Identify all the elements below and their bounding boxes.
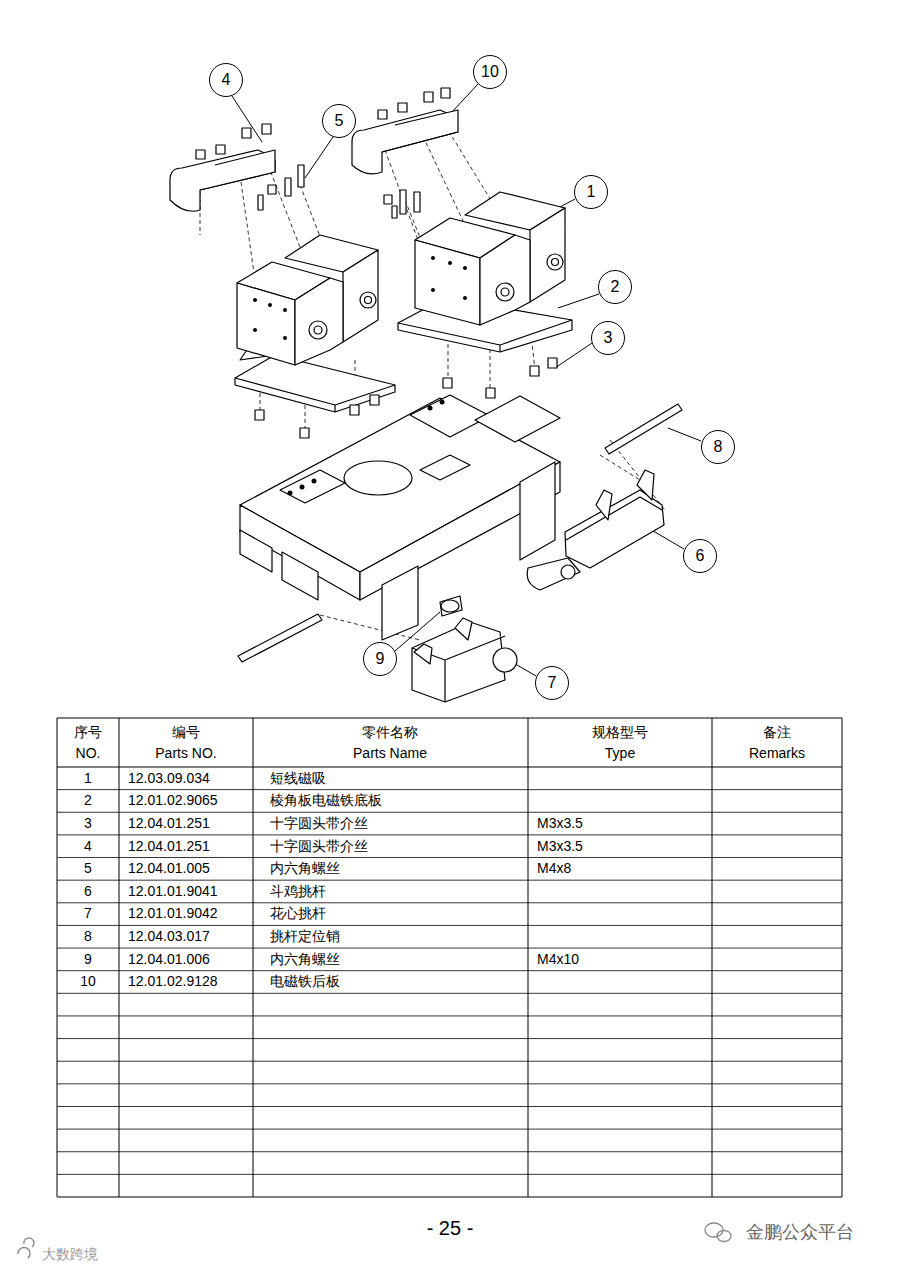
part-number: 12.03.09.034 bbox=[128, 771, 210, 786]
callout-circle: 3 bbox=[591, 321, 625, 355]
callout-circle: 8 bbox=[701, 430, 735, 464]
part-name: 电磁铁后板 bbox=[270, 974, 340, 989]
callout-circle: 10 bbox=[473, 55, 507, 89]
callout-number: 1 bbox=[587, 183, 596, 201]
callout-circle: 9 bbox=[363, 642, 397, 676]
table-row-line bbox=[57, 834, 842, 835]
callout-circle: 4 bbox=[209, 63, 243, 97]
callout-number: 5 bbox=[335, 112, 344, 130]
part-type: M3x3.5 bbox=[537, 839, 583, 854]
part-name: 十字圆头带介丝 bbox=[270, 839, 368, 854]
callout-number: 2 bbox=[611, 278, 620, 296]
part-number: 12.01.02.9065 bbox=[128, 793, 218, 808]
callout-circle: 6 bbox=[683, 539, 717, 573]
watermark: 金鹏公众平台 bbox=[746, 1223, 854, 1243]
item-number: 3 bbox=[84, 816, 92, 831]
part-type: M4x8 bbox=[537, 861, 571, 876]
part-name: 内六角螺丝 bbox=[270, 861, 340, 876]
table-row-line bbox=[57, 1129, 842, 1130]
callout-number: 8 bbox=[714, 438, 723, 456]
part-type: M3x3.5 bbox=[537, 816, 583, 831]
table-row-line bbox=[57, 812, 842, 813]
item-number: 1 bbox=[84, 771, 92, 786]
table-row-line bbox=[57, 857, 842, 858]
callout-circle: 7 bbox=[535, 666, 569, 700]
table-row-line bbox=[57, 1083, 842, 1084]
table-row-line bbox=[57, 1151, 842, 1152]
item-number: 4 bbox=[84, 839, 92, 854]
table-row-line bbox=[57, 1106, 842, 1107]
table-row-line bbox=[57, 789, 842, 790]
table-row-line bbox=[57, 925, 842, 926]
table-header: Remarks bbox=[749, 746, 805, 761]
part-name: 花心挑杆 bbox=[270, 906, 326, 921]
callout-number: 7 bbox=[548, 674, 557, 692]
table-row-line bbox=[57, 1174, 842, 1175]
table-header: Type bbox=[605, 746, 635, 761]
page-number: - 25 - bbox=[427, 1217, 474, 1239]
callout-number: 4 bbox=[222, 71, 231, 89]
part-number: 12.04.03.017 bbox=[128, 929, 210, 944]
item-number: 7 bbox=[84, 906, 92, 921]
table-header: 编号 bbox=[172, 725, 200, 740]
table-row-line bbox=[57, 948, 842, 949]
part-name: 斗鸡挑杆 bbox=[270, 884, 326, 899]
part-number: 12.01.01.9042 bbox=[128, 906, 218, 921]
part-number: 12.01.01.9041 bbox=[128, 884, 218, 899]
callout-number: 3 bbox=[604, 329, 613, 347]
item-number: 10 bbox=[80, 974, 96, 989]
table-row-line bbox=[57, 993, 842, 994]
part-name: 挑杆定位销 bbox=[270, 929, 340, 944]
part-name: 棱角板电磁铁底板 bbox=[270, 793, 382, 808]
part-number: 12.04.01.251 bbox=[128, 816, 210, 831]
callout-number: 6 bbox=[696, 547, 705, 565]
callout-number: 9 bbox=[376, 650, 385, 668]
table-header: 序号 bbox=[74, 725, 102, 740]
table-row-line bbox=[57, 902, 842, 903]
part-name: 十字圆头带介丝 bbox=[270, 816, 368, 831]
item-number: 2 bbox=[84, 793, 92, 808]
item-number: 5 bbox=[84, 861, 92, 876]
callout-circle: 5 bbox=[322, 104, 356, 138]
table-header: 零件名称 bbox=[362, 725, 418, 740]
table-row-line bbox=[57, 880, 842, 881]
table-header: 备注 bbox=[763, 725, 791, 740]
watermark: 大数跨境 bbox=[42, 1247, 98, 1262]
table-header: 规格型号 bbox=[592, 725, 648, 740]
part-type: M4x10 bbox=[537, 952, 579, 967]
table-row-line bbox=[57, 1015, 842, 1016]
table-row-line bbox=[57, 1038, 842, 1039]
part-name: 内六角螺丝 bbox=[270, 952, 340, 967]
callout-circle: 2 bbox=[598, 270, 632, 304]
part-number: 12.04.01.006 bbox=[128, 952, 210, 967]
table-header: NO. bbox=[76, 746, 101, 761]
part-number: 12.01.02.9128 bbox=[128, 974, 218, 989]
table-header: Parts Name bbox=[353, 746, 427, 761]
part-number: 12.04.01.005 bbox=[128, 861, 210, 876]
table-row-line bbox=[57, 1061, 842, 1062]
callout-circle: 1 bbox=[574, 175, 608, 209]
part-name: 短线磁吸 bbox=[270, 771, 326, 786]
item-number: 9 bbox=[84, 952, 92, 967]
table-header: Parts NO. bbox=[155, 746, 216, 761]
table-row-line bbox=[57, 970, 842, 971]
item-number: 6 bbox=[84, 884, 92, 899]
part-number: 12.04.01.251 bbox=[128, 839, 210, 854]
callout-number: 10 bbox=[481, 63, 499, 81]
item-number: 8 bbox=[84, 929, 92, 944]
